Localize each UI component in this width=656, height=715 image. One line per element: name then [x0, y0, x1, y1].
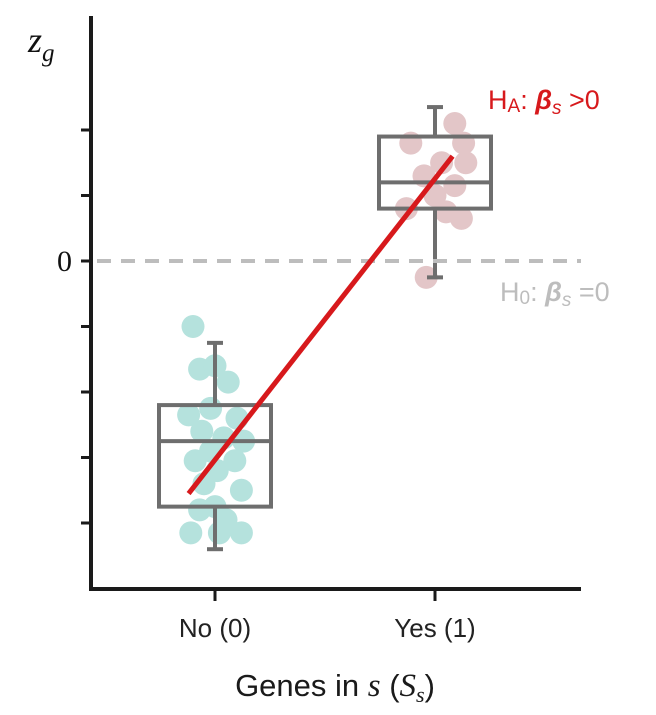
regression-line [186, 154, 455, 496]
box-plot-0 [157, 340, 273, 552]
box-plots [157, 105, 493, 552]
data-point [183, 449, 207, 473]
data-points [177, 111, 478, 545]
data-point [454, 151, 478, 175]
data-point [229, 478, 253, 502]
data-point [229, 521, 253, 545]
data-point [449, 206, 473, 230]
data-point [190, 419, 214, 443]
data-point [188, 498, 212, 522]
data-point [179, 521, 203, 545]
data-point [207, 521, 231, 545]
x-axis-label: Genes in s (Ss) [235, 668, 435, 707]
zero-tick-label: 0 [57, 245, 72, 278]
data-point [216, 370, 240, 394]
ha-annotation: HA: βs >0 [488, 85, 600, 119]
data-point [414, 265, 438, 289]
x-ticks: No (0) Yes (1) [179, 589, 476, 643]
data-point [443, 174, 467, 198]
data-point [430, 151, 454, 175]
axes [89, 16, 581, 591]
data-point [181, 315, 205, 338]
box-plot-1 [377, 105, 493, 280]
box-iqr [157, 403, 273, 509]
x-tick-label: Yes (1) [394, 613, 475, 643]
x-tick-label: No (0) [179, 613, 251, 643]
data-point [199, 396, 223, 420]
h0-annotation: H0: βs =0 [500, 277, 610, 311]
box-iqr [377, 134, 493, 211]
y-axis-label: zg [27, 20, 55, 67]
y-ticks [81, 128, 91, 525]
data-point [177, 403, 201, 427]
data-point [443, 111, 467, 135]
data-point [223, 449, 247, 473]
